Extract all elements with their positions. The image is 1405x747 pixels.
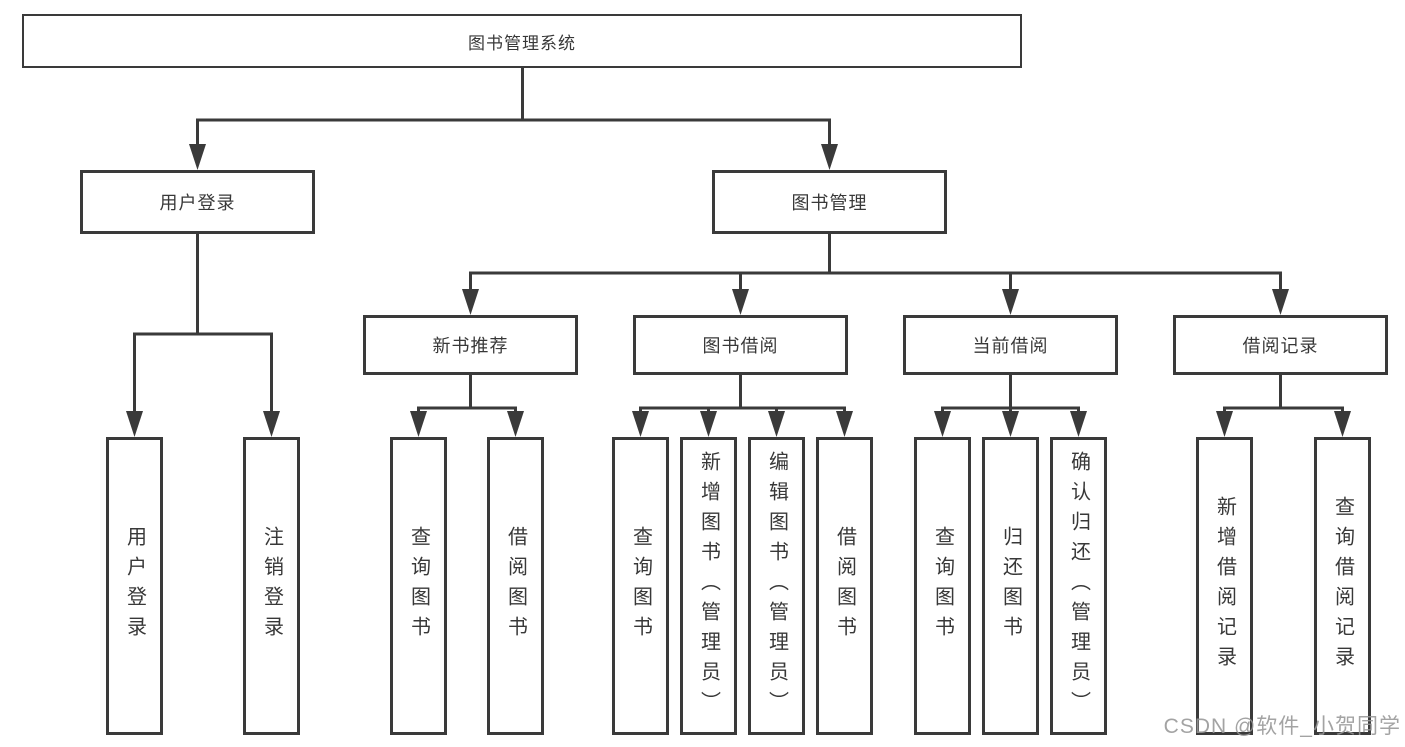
- leaf-nbr-query-books-label: 查询图书: [407, 526, 430, 646]
- leaf-nbr-query-books: 查询图书: [390, 437, 447, 735]
- leaf-bb-query-books-label: 查询图书: [629, 526, 652, 646]
- node-root-label: 图书管理系统: [468, 33, 576, 53]
- leaf-logout-label: 注销登录: [260, 526, 283, 646]
- leaf-nbr-borrow-books: 借阅图书: [487, 437, 544, 735]
- leaf-bb-add-books-admin: 新增图书（管理员）: [680, 437, 737, 735]
- node-borrow-records-label: 借阅记录: [1242, 336, 1319, 356]
- leaf-br-add-record: 新增借阅记录: [1196, 437, 1253, 735]
- leaf-br-query-record: 查询借阅记录: [1314, 437, 1371, 735]
- leaf-cb-confirm-return-admin-label: 确认归还（管理员）: [1067, 451, 1090, 721]
- leaf-logout: 注销登录: [243, 437, 300, 735]
- node-current-borrow-label: 当前借阅: [972, 336, 1049, 356]
- node-new-book-rec: 新书推荐: [363, 315, 578, 375]
- node-new-book-rec-label: 新书推荐: [432, 336, 509, 356]
- node-root: 图书管理系统: [22, 14, 1022, 68]
- leaf-bb-query-books: 查询图书: [612, 437, 669, 735]
- leaf-bb-edit-books-admin: 编辑图书（管理员）: [748, 437, 805, 735]
- leaf-br-query-record-label: 查询借阅记录: [1331, 496, 1354, 676]
- leaf-user-login: 用户登录: [106, 437, 163, 735]
- node-book-borrow-label: 图书借阅: [702, 336, 779, 356]
- leaf-cb-query-books: 查询图书: [914, 437, 971, 735]
- node-book-mgmt-label: 图书管理: [791, 193, 868, 213]
- csdn-watermark: CSDN @软件_小贺同学: [1163, 715, 1401, 738]
- leaf-cb-return-books-label: 归还图书: [999, 526, 1022, 646]
- leaf-bb-add-books-admin-label: 新增图书（管理员）: [697, 451, 720, 721]
- leaf-br-add-record-label: 新增借阅记录: [1213, 496, 1236, 676]
- leaf-nbr-borrow-books-label: 借阅图书: [504, 526, 527, 646]
- leaf-bb-borrow-books-label: 借阅图书: [833, 526, 856, 646]
- leaf-user-login-label: 用户登录: [123, 526, 146, 646]
- leaf-bb-edit-books-admin-label: 编辑图书（管理员）: [765, 451, 788, 721]
- leaf-cb-confirm-return-admin: 确认归还（管理员）: [1050, 437, 1107, 735]
- leaf-cb-return-books: 归还图书: [982, 437, 1039, 735]
- node-book-mgmt: 图书管理: [712, 170, 947, 234]
- leaf-cb-query-books-label: 查询图书: [931, 526, 954, 646]
- node-current-borrow: 当前借阅: [903, 315, 1118, 375]
- node-borrow-records: 借阅记录: [1173, 315, 1388, 375]
- node-user-login-label: 用户登录: [159, 193, 236, 213]
- node-book-borrow: 图书借阅: [633, 315, 848, 375]
- leaf-bb-borrow-books: 借阅图书: [816, 437, 873, 735]
- node-user-login: 用户登录: [80, 170, 315, 234]
